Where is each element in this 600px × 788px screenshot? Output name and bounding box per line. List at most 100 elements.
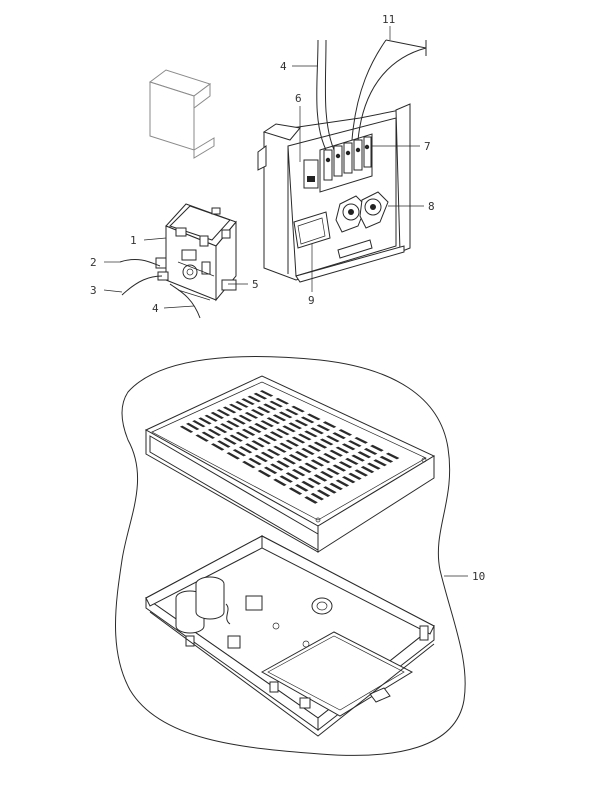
vent-slot	[241, 428, 256, 436]
vent-slot	[335, 479, 350, 487]
vent-slot	[201, 431, 215, 439]
vent-slot	[207, 428, 222, 436]
vent-slot	[373, 459, 387, 467]
vent-slot	[248, 457, 262, 466]
callout-labels: 1 2 3 4 4 5 6 7 8 9 10 11	[90, 13, 485, 583]
vent-slot	[276, 460, 290, 468]
vent-slot	[204, 414, 218, 422]
vent-slot	[192, 420, 206, 428]
vent-slot	[220, 423, 234, 431]
callout-10: 10	[472, 570, 485, 583]
vent-slot	[348, 440, 362, 447]
vent-slot	[279, 442, 293, 450]
vent-slot	[291, 405, 305, 413]
circuit-board	[119, 203, 237, 319]
vent-slot	[370, 444, 384, 452]
vent-slot	[322, 421, 337, 428]
vent-slot	[273, 445, 287, 453]
vent-slot	[270, 463, 284, 471]
callout-3: 3	[90, 284, 97, 297]
callout-9: 9	[308, 294, 315, 307]
vent-slot	[329, 482, 343, 491]
vent-slot	[301, 480, 315, 489]
vent-slot	[288, 454, 303, 462]
electrical-panel	[257, 39, 427, 283]
vent-slot	[285, 439, 299, 447]
vent-slot	[332, 432, 346, 440]
vent-slot	[232, 449, 247, 457]
vent-slot	[363, 448, 378, 455]
vent-slot	[226, 420, 240, 428]
vent-slot	[263, 434, 278, 442]
vent-slot	[275, 397, 289, 405]
vent-slot	[210, 411, 224, 419]
vent-slot	[354, 469, 368, 477]
vent-slot	[342, 476, 356, 484]
vent-slot	[298, 433, 312, 441]
base-tray	[145, 535, 435, 737]
vent-slot	[348, 472, 362, 480]
vent-slot	[222, 406, 237, 414]
vent-slot	[266, 417, 280, 425]
vent-slot	[217, 440, 231, 448]
vent-slot	[235, 431, 250, 439]
vent-slot	[242, 460, 256, 469]
cover-clip	[148, 69, 215, 159]
vent-slot	[195, 434, 209, 442]
vent-slot	[351, 454, 365, 462]
assembly-outline	[115, 356, 466, 756]
callout-4-panel: 4	[280, 60, 287, 73]
vent-slot	[279, 475, 293, 483]
vent-slot	[298, 465, 312, 473]
vent-slot	[310, 492, 324, 501]
vent-slots	[179, 390, 400, 504]
vent-slot	[285, 408, 299, 416]
vent-slot	[216, 409, 231, 417]
terminal-block	[323, 136, 372, 181]
vent-slot	[357, 451, 372, 459]
vent-slot	[198, 417, 212, 425]
vent-slot	[250, 409, 265, 416]
vent-slot	[260, 451, 275, 459]
vent-slot	[326, 467, 340, 475]
vent-slot	[251, 440, 265, 448]
vent-slot	[263, 403, 277, 411]
vent-slot	[259, 390, 274, 397]
vent-slot	[179, 425, 194, 433]
vent-slot	[213, 426, 228, 434]
vent-slot	[254, 454, 268, 463]
callout-1: 1	[130, 234, 137, 247]
vent-slot	[323, 486, 337, 494]
vent-slot	[263, 466, 278, 474]
vent-slot	[278, 411, 293, 419]
vent-slot	[273, 478, 287, 487]
vent-slot	[360, 466, 375, 474]
vent-slot	[294, 419, 309, 427]
vent-slot	[316, 456, 331, 464]
vent-slot	[300, 416, 315, 424]
vent-slot	[257, 406, 271, 414]
vent-slot	[379, 455, 394, 463]
vent-slot	[229, 403, 243, 411]
vent-slot	[272, 414, 287, 422]
callout-11: 11	[382, 13, 395, 26]
vent-slot	[338, 429, 353, 436]
vent-slot	[307, 413, 321, 421]
vent-slot	[245, 443, 259, 451]
vent-slot	[319, 438, 334, 446]
vent-slot	[345, 457, 359, 465]
vent-slot	[338, 461, 353, 469]
vent-slot	[354, 437, 368, 444]
vent-slot	[288, 422, 302, 430]
vent-slot	[307, 477, 321, 485]
vent-slot	[257, 437, 271, 445]
vent-slot	[316, 489, 331, 497]
vented-lid	[144, 375, 436, 553]
vent-slot	[257, 469, 272, 478]
callout-8: 8	[428, 200, 435, 213]
vent-slot	[282, 425, 296, 433]
vent-slot	[288, 487, 303, 495]
vent-slot	[304, 430, 318, 438]
vent-slot	[254, 423, 268, 430]
